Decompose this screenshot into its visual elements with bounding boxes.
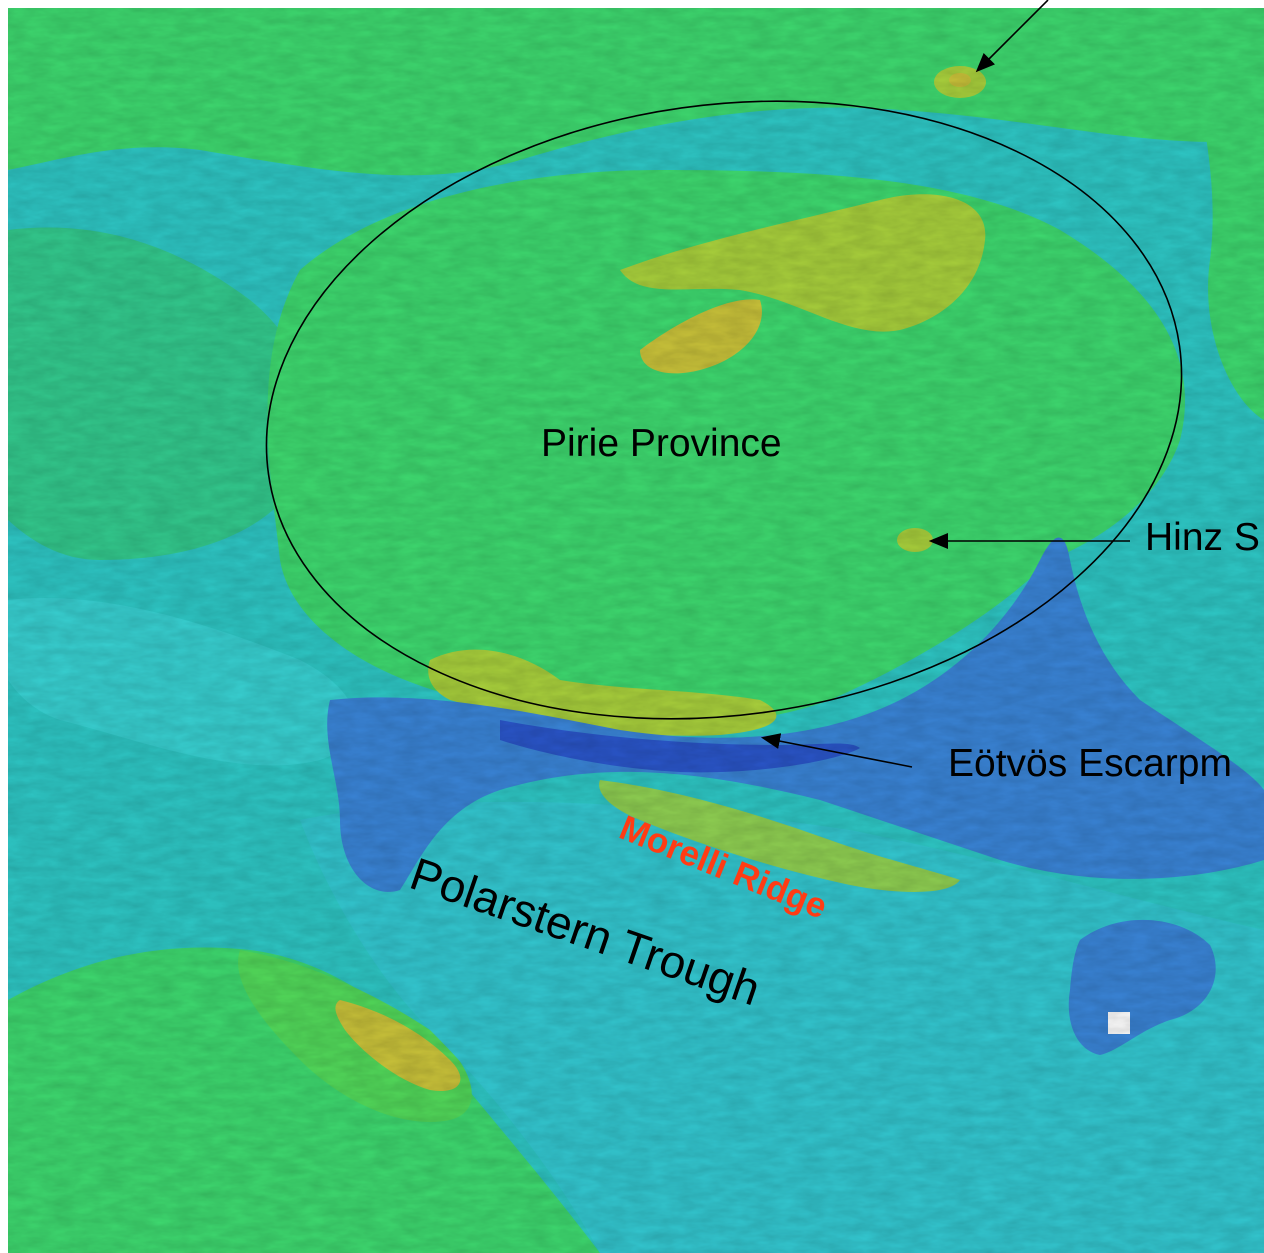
label-hinz: Hinz S [1145, 516, 1260, 559]
label-eotvos-escarpment: Eötvös Escarpm [948, 742, 1232, 785]
relief-texture [8, 8, 1264, 1253]
province-outline-ellipse [265, 100, 1183, 720]
label-pirie-province: Pirie Province [541, 422, 782, 465]
arrow-seamount-north [975, 0, 1049, 73]
arrow-eotvos [760, 733, 913, 768]
